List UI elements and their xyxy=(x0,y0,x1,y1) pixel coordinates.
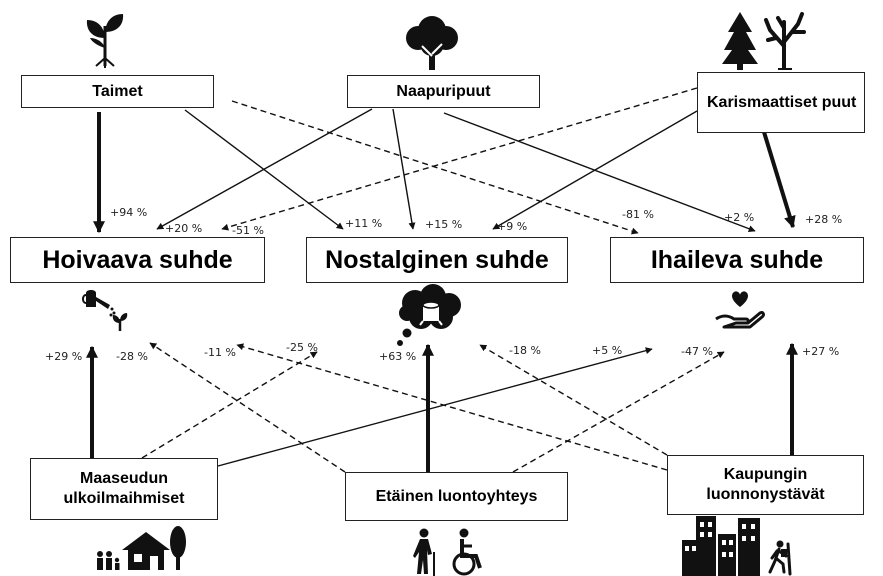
source-kaupungin-label: Kaupungin luonnonystävät xyxy=(706,466,825,503)
thought-cloud-stump-icon xyxy=(397,284,461,346)
arrow-etainen-hoivaava xyxy=(149,342,346,473)
relation-nostalginen-box: Nostalginen suhde xyxy=(306,237,568,283)
source-etainen-label: Etäinen luontoyhteys xyxy=(375,487,538,505)
arrow-naapuripuut-nostalginen xyxy=(392,108,416,230)
relation-hoivaava-label: Hoivaava suhde xyxy=(42,246,233,274)
effect-maaseudun-ihaileva: +5 % xyxy=(592,344,623,357)
source-kaupungin-box: Kaupungin luonnonystävät xyxy=(667,455,864,515)
source-karismaattiset-label: Karismaattiset puut xyxy=(707,93,857,111)
source-taimet-box: Taimet xyxy=(21,75,214,108)
source-karismaattiset-box: Karismaattiset puut xyxy=(697,72,865,133)
source-etainen-box: Etäinen luontoyhteys xyxy=(345,472,568,521)
effect-etainen-ihaileva: -47 % xyxy=(681,345,713,358)
arrow-taimet-ihaileva xyxy=(231,100,639,235)
arrow-naapuripuut-hoivaava xyxy=(156,108,373,230)
effect-maaseudun-hoivaava: +29 % xyxy=(45,350,83,363)
effect-taimet-hoivaava: +94 % xyxy=(110,206,148,219)
source-naapuripuut-box: Naapuripuut xyxy=(347,75,540,108)
city-buildings-hiker-icon xyxy=(682,516,792,576)
arrow-kaupungin-hoivaava xyxy=(236,343,668,471)
conifer-and-bare-tree-icon xyxy=(722,12,806,70)
effect-naapuripuut-nostalginen: +15 % xyxy=(425,218,463,231)
relation-hoivaava-box: Hoivaava suhde xyxy=(10,237,265,283)
effect-taimet-nostalginen: +11 % xyxy=(345,217,383,230)
heart-in-hand-icon xyxy=(715,291,765,329)
arrow-karismaattiset-hoivaava xyxy=(221,87,698,231)
source-taimet-label: Taimet xyxy=(92,82,143,100)
watering-can-icon xyxy=(82,290,128,331)
arrow-maaseudun-ihaileva xyxy=(217,347,653,467)
effect-karismaattiset-hoivaava: -51 % xyxy=(232,224,264,237)
family-house-icon xyxy=(97,526,186,570)
effect-karismaattiset-ihaileva: +28 % xyxy=(805,213,843,226)
arrow-taimet-nostalginen xyxy=(184,109,344,230)
arrow-etainen-ihaileva xyxy=(512,351,725,473)
arrow-karismaattiset-ihaileva xyxy=(762,131,796,229)
relation-ihaileva-label: Ihaileva suhde xyxy=(650,246,824,274)
effect-etainen-hoivaava: -28 % xyxy=(116,350,148,363)
effect-etainen-nostalginen: +63 % xyxy=(379,350,417,363)
relation-nostalginen-label: Nostalginen suhde xyxy=(325,246,549,274)
relation-ihaileva-box: Ihaileva suhde xyxy=(610,237,864,283)
effect-taimet-ihaileva: -81 % xyxy=(622,208,654,221)
arrow-maaseudun-nostalginen xyxy=(141,351,318,459)
deciduous-tree-icon xyxy=(406,16,458,70)
source-maaseudun-box: Maaseudun ulkoilmaihmiset xyxy=(30,458,218,520)
effect-maaseudun-nostalginen: -25 % xyxy=(286,341,318,354)
seedling-icon xyxy=(86,14,124,68)
effect-naapuripuut-hoivaava: +20 % xyxy=(165,222,203,235)
effect-kaupungin-hoivaava: -11 % xyxy=(204,346,236,359)
arrow-kaupungin-nostalginen xyxy=(479,344,668,456)
effect-kaupungin-nostalginen: -18 % xyxy=(509,344,541,357)
source-maaseudun-label: Maaseudun ulkoilmaihmiset xyxy=(63,470,185,507)
source-naapuripuut-label: Naapuripuut xyxy=(396,82,491,100)
effect-karismaattiset-nostalginen: +9 % xyxy=(497,220,528,233)
effect-kaupungin-ihaileva: +27 % xyxy=(802,345,840,358)
elderly-and-wheelchair-icon xyxy=(413,528,482,576)
effect-naapuripuut-ihaileva: +2 % xyxy=(724,211,755,224)
arrow-naapuripuut-ihaileva xyxy=(443,112,756,233)
